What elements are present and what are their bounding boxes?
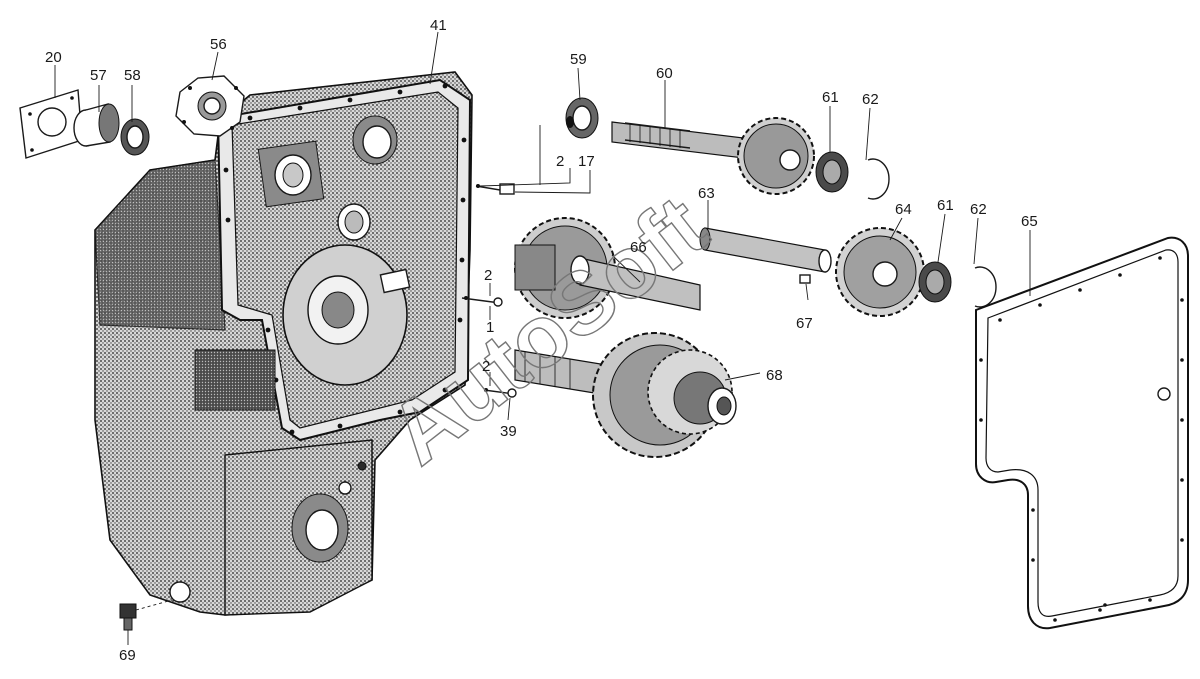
part-66-shaft-gear [514, 217, 701, 319]
part-56-cover [175, 75, 245, 137]
part-57-sleeve [73, 103, 120, 147]
callout-63: 63 [698, 185, 715, 202]
callout-1: 1 [486, 319, 494, 336]
part-58-bearing [120, 118, 150, 156]
part-20-gasket [19, 89, 83, 159]
callout-62-upper: 62 [862, 91, 879, 108]
part-62-circlip-upper [867, 158, 890, 200]
part-64-gear [835, 227, 925, 317]
callout-labels: 20 57 58 56 41 59 60 61 62 2 17 63 64 61… [45, 17, 1038, 664]
part-67-key [799, 274, 811, 284]
part-59-bearing [565, 97, 599, 139]
callout-60: 60 [656, 65, 673, 82]
part-62-circlip-lower [974, 266, 997, 308]
part-65-gasket [975, 236, 1189, 630]
callout-2-middle: 2 [484, 267, 492, 284]
part-61-bearing-lower [918, 261, 952, 303]
callout-41: 41 [430, 17, 447, 34]
callout-58: 58 [124, 67, 141, 84]
callout-69: 69 [119, 647, 136, 664]
part-69-drain-plug [119, 599, 173, 631]
callout-17: 17 [578, 153, 595, 170]
callout-61-lower: 61 [937, 197, 954, 214]
callout-65: 65 [1021, 213, 1038, 230]
callout-62-lower: 62 [970, 201, 987, 218]
callout-2-upper: 2 [556, 153, 564, 170]
part-61-bearing-upper [815, 151, 849, 193]
callout-39: 39 [500, 423, 517, 440]
part-63-shaft [699, 227, 832, 273]
callout-64: 64 [895, 201, 912, 218]
callout-59: 59 [570, 51, 587, 68]
callout-20: 20 [45, 49, 62, 66]
callout-57: 57 [90, 67, 107, 84]
part-68-shaft-gear-cluster [514, 332, 737, 458]
callout-61-upper: 61 [822, 89, 839, 106]
callout-67: 67 [796, 315, 813, 332]
gearbox-housing [94, 71, 473, 616]
callout-68: 68 [766, 367, 783, 384]
callout-2-lower: 2 [482, 358, 490, 375]
callout-66: 66 [630, 239, 647, 256]
callout-56: 56 [210, 36, 227, 53]
bolts-and-pins [461, 183, 517, 398]
part-60-shaft-gear [611, 117, 815, 195]
leader-lines [54, 31, 1031, 645]
